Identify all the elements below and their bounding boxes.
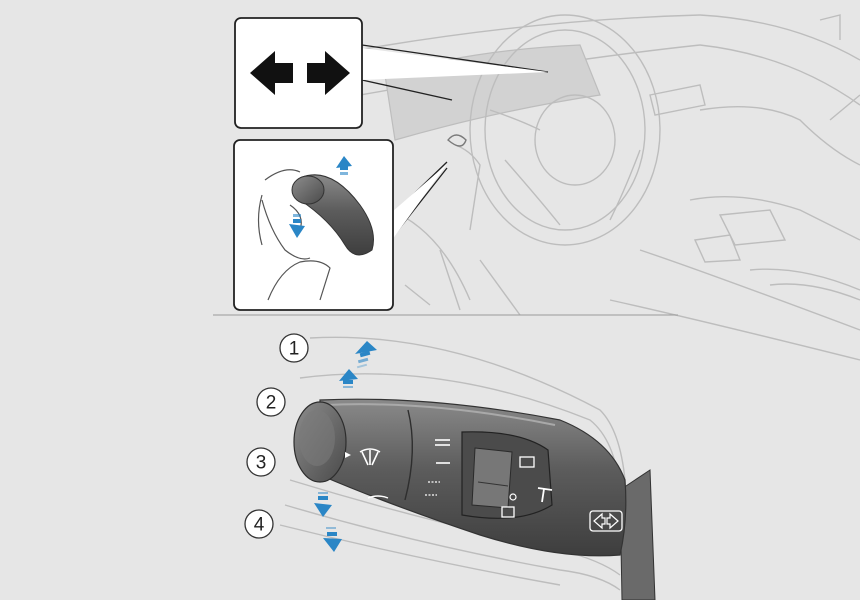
up-arrow-icon — [339, 369, 358, 388]
rear-wiper-icon — [501, 456, 553, 518]
position-label: 3 — [256, 453, 267, 474]
stalk-main — [279, 336, 656, 600]
down-arrow-icon — [314, 492, 332, 517]
position-label: 2 — [266, 393, 277, 414]
indicator-callout — [234, 17, 549, 129]
position-badge-1: 1 — [279, 333, 309, 363]
up-arrow-icon — [336, 156, 352, 175]
position-label: 1 — [289, 339, 300, 360]
position-label: 4 — [254, 515, 265, 536]
speed-markings — [425, 439, 450, 496]
left-right-arrows-icon — [589, 510, 623, 532]
hand-stalk-callout — [233, 139, 448, 311]
down-arrow-icon — [289, 214, 305, 238]
position-badge-2: 2 — [256, 387, 286, 417]
left-right-arrows-icon — [250, 51, 350, 95]
position-badge-3: 3 — [246, 447, 276, 477]
up-arrow-icon — [355, 341, 377, 369]
wiper-icon — [345, 448, 381, 466]
washer-spray-icon — [367, 495, 389, 499]
position-badge-4: 4 — [244, 509, 274, 539]
down-arrow-icon — [323, 527, 342, 552]
